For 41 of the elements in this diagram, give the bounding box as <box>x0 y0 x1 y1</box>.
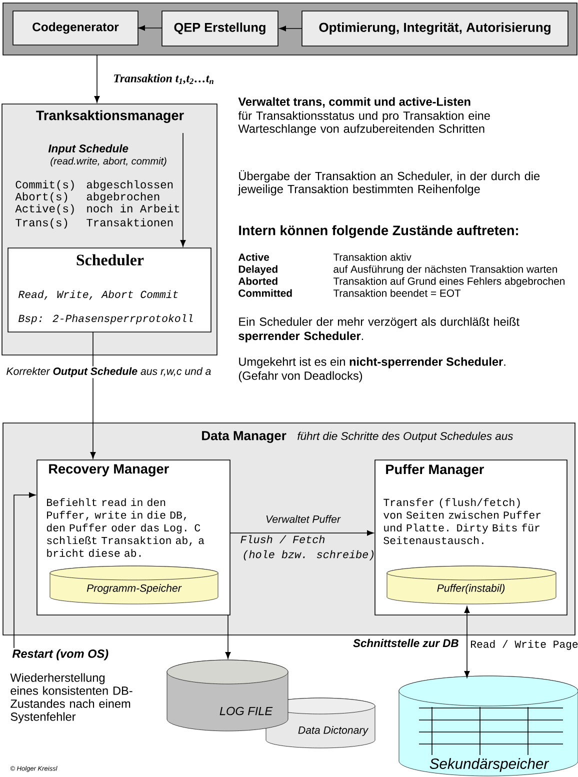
process-box: Codegenerator <box>12 10 138 46</box>
note-text: (Gefahr von Deadlocks) <box>238 371 362 382</box>
state-term: Active <box>238 253 270 261</box>
edge-label: Schnittstelle zur DB <box>352 638 460 648</box>
note-text: Ein Scheduler der mehr verzögert als durchläßt heißt sperrender Scheduler. <box>238 317 520 342</box>
scheduler-box: Scheduler Read, Write, Abort Commit Bsp: 2-Phasensperrprotokoll <box>8 248 212 332</box>
arrow <box>90 332 96 459</box>
database-cylinder: Sekundärspeicher <box>398 676 578 776</box>
arrow <box>230 530 374 536</box>
storage-cylinder: Puffer(instabil) <box>386 566 556 604</box>
note-text: für Transaktionsstatus und pro Transaktion eine Warteschlange von aufzubereitenden Schritten <box>238 111 490 136</box>
process-box: Optimierung, Integrität, Autorisierung <box>302 10 568 46</box>
restart-label: Restart (vom OS) <box>12 649 108 660</box>
process-box: QEP Erstellung <box>162 10 278 46</box>
state-term: Committed <box>238 289 292 297</box>
arrow <box>464 606 470 678</box>
note-heading: Verwaltet trans, commit und active-Listen <box>238 97 470 108</box>
state-term: Delayed <box>238 265 278 275</box>
state-description: Transaktion beendet = EOT <box>333 289 461 297</box>
edge-note: Read / Write Page <box>471 640 578 650</box>
state-description: Transaktion auf Grund eines Fehlers abgebrochen <box>333 277 564 287</box>
database-cylinder: LOG FILE <box>166 660 288 732</box>
arrow <box>180 132 186 247</box>
note-text: Wiederherstellung eines konsistenten DB-Zustandes nach einem Systenfehler <box>10 673 132 724</box>
edge-note: Flush / Fetch <box>240 535 324 544</box>
state-description: Transaktion aktiv <box>333 253 412 261</box>
note-text: Übergabe der Transaktion an Scheduler, in der durch die jeweilige Transaktion bestimmten Reihenfolge <box>238 170 540 196</box>
state-description: auf Ausführung der nächsten Transaktion warten <box>334 265 557 275</box>
state-term: Aborted <box>238 277 278 285</box>
storage-cylinder: Programm-Speicher <box>50 566 218 604</box>
edge-label: Verwaltet Puffer <box>264 514 342 524</box>
arrow <box>138 25 162 31</box>
arrow <box>94 54 100 103</box>
edge-label: Transaktion t$_{1}$,t$_{2}$…t$_{n}$ <box>112 73 216 86</box>
edge-label: Korrekter Output Schedule aus r,w,c und a <box>5 366 212 378</box>
arrow <box>14 492 36 648</box>
arrow <box>225 614 231 659</box>
edge-note: (hole bzw. schreibe) <box>244 550 374 560</box>
arrow <box>279 26 302 32</box>
note-heading: Intern können folgende Zustände auftreten: <box>239 225 518 238</box>
note-text: Umgekehrt ist es ein nicht-sperrender Scheduler. <box>239 357 506 368</box>
